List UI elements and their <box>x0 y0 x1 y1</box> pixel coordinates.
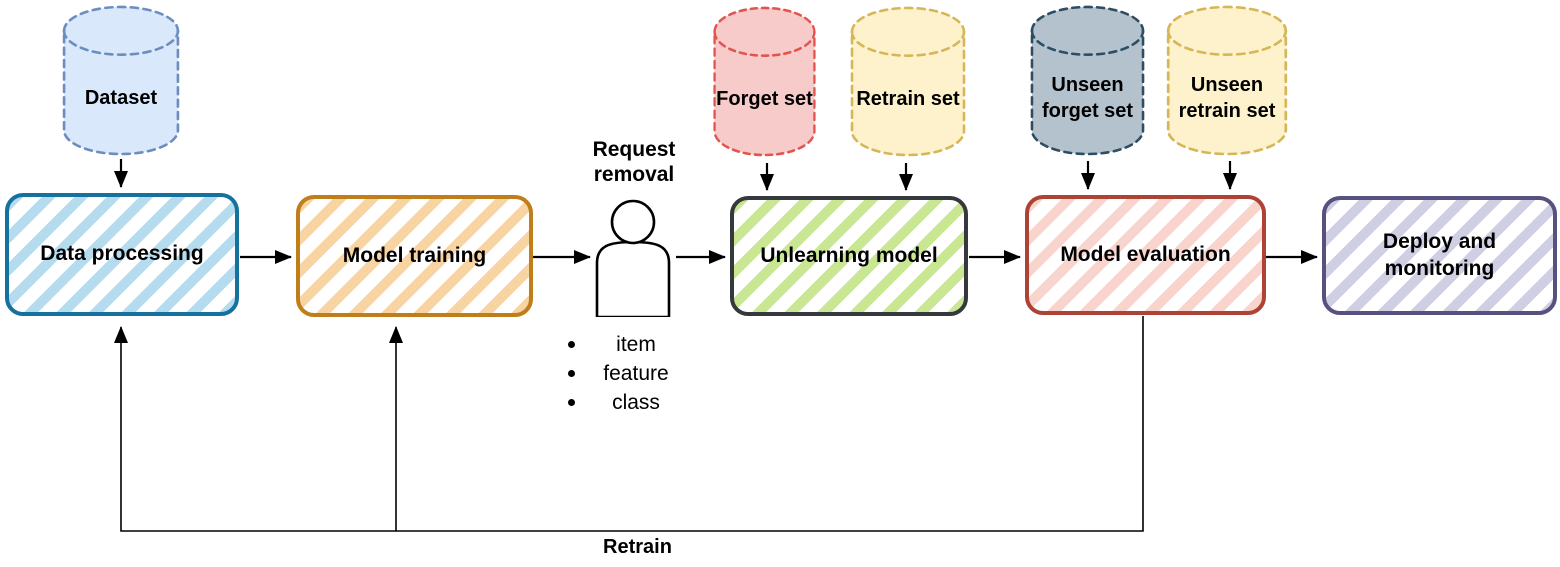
list-item: item <box>556 330 716 359</box>
node-label: Data processing <box>40 242 204 266</box>
cylinder-label: Forget set <box>716 87 813 110</box>
node-model-evaluation: Model evaluation <box>1025 195 1266 315</box>
database-icon <box>850 6 966 157</box>
node-data-processing: Data processing <box>5 193 239 316</box>
cylinder-dataset: Dataset <box>60 3 182 158</box>
list-item: feature <box>556 359 716 388</box>
node-model-training: Model training <box>296 195 533 317</box>
node-deploy-and-monitoring: Deploy and monitoring <box>1322 196 1557 315</box>
bullet-icon <box>568 341 575 348</box>
bullet-icon <box>568 399 575 406</box>
database-icon <box>1166 5 1288 156</box>
node-label: Model evaluation <box>1060 242 1231 266</box>
list-item-label: item <box>616 332 656 356</box>
database-icon <box>1030 5 1145 156</box>
person-icon <box>595 199 671 317</box>
cylinder-label: Retrain set <box>856 87 960 110</box>
cylinder-label: Unseen forget set <box>1041 73 1134 122</box>
cylinder-label: Dataset <box>84 86 158 109</box>
cylinder-unseen-forget-set: Unseen forget set <box>1028 3 1147 158</box>
cylinder-forget-set: Forget set <box>711 4 818 159</box>
database-icon <box>62 5 180 156</box>
node-label: Deploy and monitoring <box>1382 230 1497 280</box>
list-item-label: class <box>612 390 660 414</box>
cylinder-label: Unseen retrain set <box>1178 73 1276 122</box>
removal-types-list: item feature class <box>556 330 716 417</box>
bullet-icon <box>568 370 575 377</box>
cylinder-retrain-set: Retrain set <box>848 4 968 159</box>
retrain-feedback-label: Retrain <box>603 536 672 558</box>
database-icon <box>713 6 816 157</box>
list-item: class <box>556 388 716 417</box>
node-label: Unlearning model <box>760 243 938 267</box>
node-label: Model training <box>342 243 487 267</box>
cylinder-unseen-retrain-set: Unseen retrain set <box>1164 3 1290 158</box>
request-removal-label: Request removal <box>592 138 676 187</box>
list-item-label: feature <box>603 361 669 385</box>
node-unlearning-model: Unlearning model <box>730 196 968 316</box>
